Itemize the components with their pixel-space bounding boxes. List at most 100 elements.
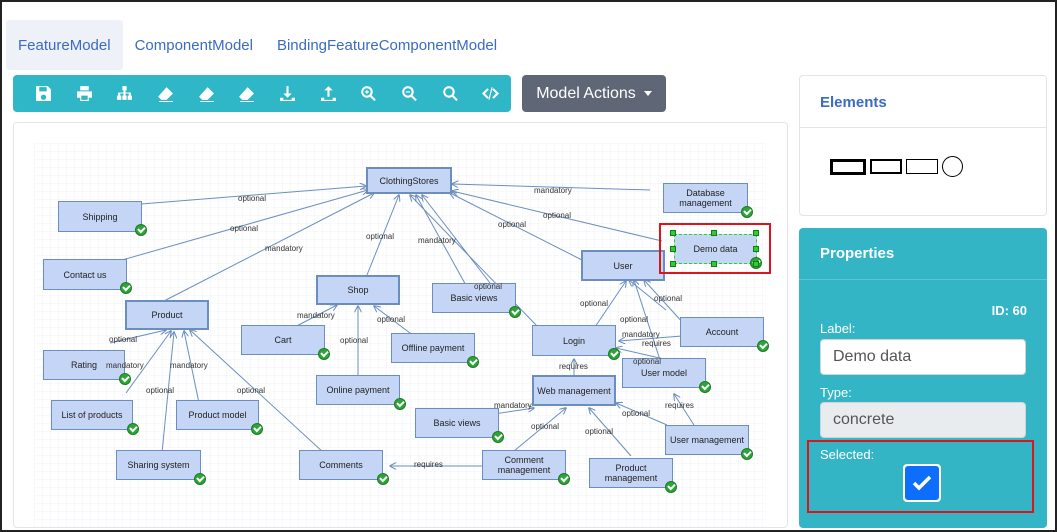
print-icon[interactable] <box>64 75 105 112</box>
zoom-in-icon[interactable] <box>348 75 389 112</box>
edge-label: optional <box>146 386 175 395</box>
type-caption: Type: <box>820 385 852 400</box>
check-icon <box>251 423 263 435</box>
diagram-node[interactable]: Shop <box>316 275 400 305</box>
diagram-node[interactable]: Basic views <box>415 408 499 438</box>
abstract-feature-shape-icon[interactable] <box>830 158 866 175</box>
check-icon <box>120 282 132 294</box>
diagram-node[interactable]: User management <box>665 425 749 455</box>
model-actions-label: Model Actions <box>536 84 636 102</box>
model-actions-dropdown[interactable]: Model Actions <box>522 75 666 112</box>
selection-handle[interactable] <box>753 230 759 236</box>
tab-component-model[interactable]: ComponentModel <box>134 36 253 54</box>
edge-label: optional <box>531 422 560 431</box>
search-icon[interactable] <box>430 75 471 112</box>
edge-label: optional <box>377 315 406 324</box>
diagram-node[interactable]: Comment management <box>482 450 566 480</box>
check-icon <box>757 340 769 352</box>
edge-label: optional <box>585 427 614 436</box>
diagram-node[interactable]: Web management <box>532 375 616 406</box>
edge-label: mandatory <box>170 361 208 370</box>
diagram-node[interactable]: Database management <box>663 183 748 213</box>
selection-handle[interactable] <box>753 261 759 267</box>
elements-panel: Elements <box>799 75 1047 216</box>
diagram-canvas-panel: ClothingStores Shipping Contact us Produ… <box>13 122 788 529</box>
selection-handle[interactable] <box>753 246 759 252</box>
diagram-node[interactable]: Contact us <box>43 259 127 290</box>
eraser-icon[interactable] <box>226 75 267 112</box>
diagram-node[interactable]: Online payment <box>316 375 400 405</box>
diagram-node[interactable]: Comments <box>299 450 383 480</box>
label-caption: Label: <box>820 321 856 336</box>
edge-label: optional <box>622 409 651 418</box>
edge-label: optional <box>543 211 572 220</box>
label-input[interactable] <box>820 339 1026 375</box>
edge-label: optional <box>498 220 527 229</box>
check-icon <box>509 306 521 318</box>
edge-label: optional <box>580 299 609 308</box>
selection-handle[interactable] <box>670 261 676 267</box>
check-icon <box>699 381 711 393</box>
element-palette <box>830 156 963 177</box>
edge-label: optional <box>633 357 662 366</box>
check-icon <box>741 206 753 218</box>
eraser-icon[interactable] <box>145 75 186 112</box>
diagram-node[interactable]: Sharing system <box>116 450 201 480</box>
diagram-node[interactable]: Login <box>532 325 616 356</box>
edge-label: optional <box>620 315 649 324</box>
download-icon[interactable] <box>267 75 308 112</box>
zoom-out-icon[interactable] <box>389 75 430 112</box>
sitemap-icon[interactable] <box>104 75 145 112</box>
edge-label: optional <box>230 224 259 233</box>
selection-handle[interactable] <box>670 246 676 252</box>
eraser-icon[interactable] <box>186 75 227 112</box>
diagram-node[interactable]: Basic views <box>432 283 516 313</box>
tab-feature-model[interactable]: FeatureModel <box>6 20 123 70</box>
diagram-node[interactable]: Product model <box>176 400 259 430</box>
save-icon[interactable] <box>23 75 64 112</box>
check-icon <box>119 373 131 385</box>
diagram-node[interactable]: Shipping <box>58 201 142 232</box>
root-feature-shape-icon[interactable] <box>870 159 902 174</box>
toolbar <box>13 75 511 112</box>
upload-icon[interactable] <box>308 75 349 112</box>
check-icon <box>135 224 147 236</box>
code-icon[interactable] <box>470 75 511 112</box>
edge-label: mandatory <box>106 361 144 370</box>
edge-label: optional <box>237 386 266 395</box>
diagram-node[interactable]: Cart <box>241 325 325 355</box>
diagram-node[interactable]: ClothingStores <box>366 167 452 194</box>
selected-field-highlight <box>807 440 1034 513</box>
edge-label: optional <box>474 282 503 291</box>
diagram-node[interactable]: User <box>581 250 665 281</box>
elements-title: Elements <box>800 76 1046 128</box>
diagram-node[interactable]: List of products <box>51 400 133 430</box>
feature-model-diagram[interactable]: ClothingStores Shipping Contact us Produ… <box>34 143 769 529</box>
edge-label: mandatory <box>622 330 660 339</box>
selection-handle[interactable] <box>711 261 717 267</box>
bundle-shape-icon[interactable] <box>942 156 963 177</box>
check-icon <box>665 481 677 493</box>
concrete-feature-shape-icon[interactable] <box>906 159 938 174</box>
check-icon <box>741 448 753 460</box>
diagram-node[interactable]: Product <box>125 300 209 330</box>
diagram-node[interactable]: Account <box>680 317 764 347</box>
edge-label: requires <box>642 339 671 348</box>
selection-handle[interactable] <box>670 230 676 236</box>
diagram-node[interactable]: User model <box>622 358 706 388</box>
edge-label: mandatory <box>534 186 572 195</box>
edge-label: mandatory <box>265 244 303 253</box>
diagram-node[interactable]: Product management <box>589 458 673 488</box>
edge-label: requires <box>559 362 588 371</box>
selected-checkbox[interactable] <box>903 464 941 502</box>
tab-binding-feature-component-model[interactable]: BindingFeatureComponentModel <box>276 36 498 54</box>
edge-label: requires <box>665 401 694 410</box>
check-icon <box>394 398 406 410</box>
type-input[interactable] <box>820 402 1026 438</box>
diagram-node[interactable]: Offline payment <box>391 333 475 363</box>
check-icon <box>558 473 570 485</box>
diagram-node[interactable]: Rating <box>43 350 125 380</box>
properties-panel: Properties ID: 60 Label: Type: Selected: <box>799 228 1047 528</box>
properties-title: Properties <box>799 228 1047 280</box>
selection-handle[interactable] <box>711 230 717 236</box>
